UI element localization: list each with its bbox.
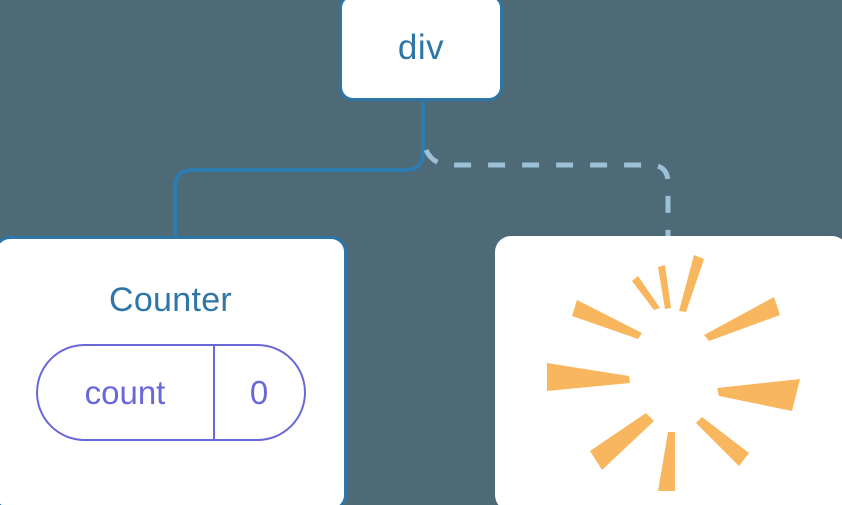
burst-ray-4: [572, 300, 642, 339]
node-counter-label: Counter: [108, 281, 233, 319]
state-pill-value: 0: [212, 346, 304, 439]
render-burst-icon: [547, 255, 800, 491]
burst-ray-10: [658, 265, 671, 309]
burst-ray-3: [704, 297, 780, 341]
node-div-label: div: [397, 28, 445, 67]
state-pill-key: count: [84, 374, 166, 411]
burst-ray-6: [717, 379, 800, 411]
burst-ray-1: [679, 255, 704, 312]
node-counter[interactable]: Counter count 0: [0, 236, 347, 505]
burst-ray-5: [547, 363, 630, 391]
state-pill-count[interactable]: count 0: [35, 344, 306, 441]
burst-ray-8: [696, 417, 749, 466]
node-div[interactable]: div: [339, 0, 503, 101]
burst-ray-9: [658, 432, 675, 491]
burst-ray-7: [590, 413, 654, 470]
node-burst[interactable]: [495, 236, 842, 505]
burst-ray-2: [632, 276, 660, 310]
edge-div-to-burst: [423, 148, 671, 242]
edge-div-to-counter: [173, 96, 425, 244]
